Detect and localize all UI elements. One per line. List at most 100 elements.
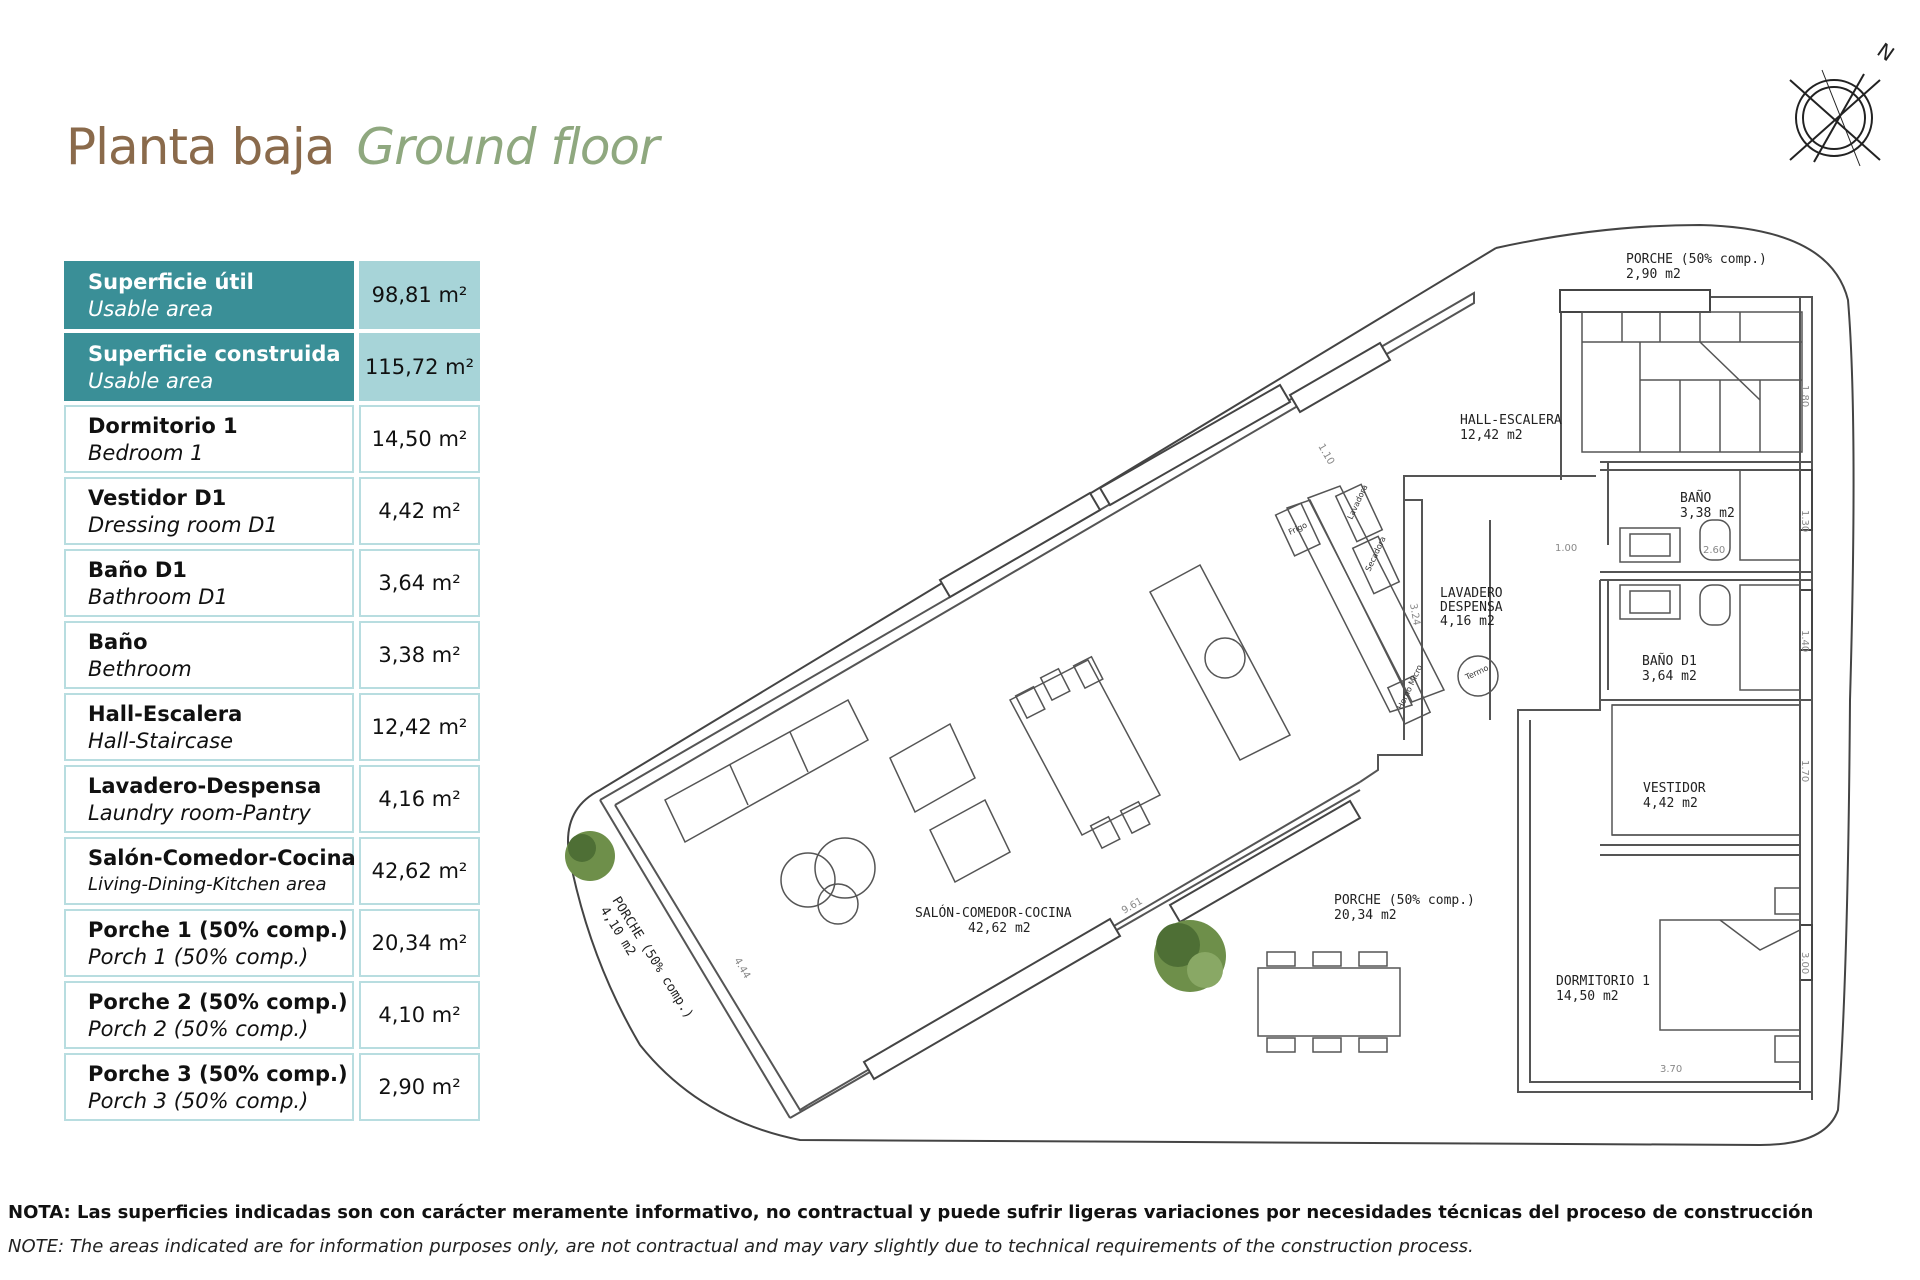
area-value: 115,72 m² — [359, 333, 480, 401]
area-label-cell: Vestidor D1 Dressing room D1 — [64, 477, 354, 545]
area-label-cell: Porche 2 (50% comp.) Porch 2 (50% comp.) — [64, 981, 354, 1049]
area-label-cell: Dormitorio 1 Bedroom 1 — [64, 405, 354, 473]
note-es: NOTA: Las superficies indicadas son con … — [8, 1202, 1814, 1223]
tree-icon — [565, 831, 615, 881]
kitchen-units — [1148, 483, 1499, 761]
area-label-en: Dressing room D1 — [88, 513, 278, 537]
compass-icon — [1789, 69, 1881, 167]
area-value: 2,90 m² — [359, 1053, 480, 1121]
label-porche-right-area: 20,34 m2 — [1334, 908, 1397, 923]
label-hall-area: 12,42 m2 — [1460, 428, 1523, 443]
label-vestidor: VESTIDOR — [1643, 781, 1706, 796]
label-porche-top: PORCHE (50% comp.) — [1626, 252, 1767, 267]
label-vestidor-area: 4,42 m2 — [1643, 796, 1698, 811]
title-es: Planta baja — [66, 118, 335, 176]
area-value: 3,38 m² — [359, 621, 480, 689]
area-label-cell: Porche 1 (50% comp.) Porch 1 (50% comp.) — [64, 909, 354, 977]
area-row: Baño D1 Bathroom D1 3,64 m² — [64, 549, 483, 617]
area-label-en: Bethroom — [88, 657, 192, 681]
area-label-en: Porch 3 (50% comp.) — [88, 1089, 309, 1113]
area-value: 4,10 m² — [359, 981, 480, 1049]
area-label-es: Superficie útil — [88, 270, 254, 294]
area-label-es: Porche 1 (50% comp.) — [88, 918, 348, 942]
dim-130: 1.30 — [1799, 510, 1810, 532]
label-lavadero-area: 4,16 m2 — [1440, 614, 1495, 629]
area-label-es: Lavadero-Despensa — [88, 774, 322, 798]
dim-370: 3.70 — [1660, 1064, 1682, 1075]
bed — [1659, 887, 1801, 1063]
area-label-es: Baño D1 — [88, 558, 187, 582]
area-value: 42,62 m² — [359, 837, 480, 905]
dim-444: 4.44 — [731, 956, 752, 981]
label-porche-left: PORCHE (50% comp.) — [609, 894, 696, 1021]
dim-140: 1.40 — [1799, 630, 1810, 652]
label-porche-right: PORCHE (50% comp.) — [1334, 893, 1475, 908]
area-label-es: Dormitorio 1 — [88, 414, 238, 438]
area-label-en: Usable area — [88, 369, 214, 393]
label-bano: BAÑO — [1680, 490, 1711, 506]
label-termo: Termo — [1463, 663, 1490, 682]
area-value: 12,42 m² — [359, 693, 480, 761]
label-lavadora: Lavadora — [1346, 483, 1370, 521]
living-furniture — [664, 698, 1011, 925]
area-label-en: Hall-Staircase — [88, 729, 234, 753]
label-frigo: Frigo — [1287, 520, 1309, 536]
area-label-es: Baño — [88, 630, 148, 654]
label-salon: SALÓN-COMEDOR-COCINA — [915, 905, 1072, 921]
label-lavadero: LAVADERO — [1440, 586, 1503, 601]
note-en: NOTE: The areas indicated are for inform… — [8, 1236, 1474, 1257]
label-dormitorio: DORMITORIO 1 — [1556, 974, 1650, 989]
area-label-en: Usable area — [88, 297, 214, 321]
area-label-es: Salón-Comedor-Cocina — [88, 846, 356, 870]
label-porche-top-area: 2,90 m2 — [1626, 267, 1681, 282]
dim-110: 1.10 — [1315, 442, 1336, 467]
windows — [862, 289, 1813, 1081]
area-label-en: Porch 1 (50% comp.) — [88, 945, 309, 969]
staircase — [1581, 311, 1803, 453]
dim-180: 1.80 — [1799, 385, 1810, 407]
area-value: 3,64 m² — [359, 549, 480, 617]
area-label-en: Laundry room-Pantry — [88, 801, 311, 825]
area-label-cell: Porche 3 (50% comp.)Porch 3 (50% comp.) — [64, 1053, 354, 1121]
area-label-es: Vestidor D1 — [88, 486, 227, 510]
label-bano-area: 3,38 m2 — [1680, 506, 1735, 521]
dim-260: 2.60 — [1703, 545, 1725, 556]
label-bano-d1: BAÑO D1 — [1642, 653, 1697, 669]
area-value: 98,81 m² — [359, 261, 480, 329]
area-label-es: Superficie construida — [88, 342, 341, 366]
wardrobe — [1611, 704, 1801, 836]
area-row: Porche 2 (50% comp.) Porch 2 (50% comp.) 4… — [64, 981, 483, 1049]
area-label-en: Living-Dining-Kitchen area — [88, 874, 327, 895]
area-row: Porche 3 (50% comp.)Porch 3 (50% comp.)2… — [64, 1053, 483, 1121]
area-label-en: Porch 2 (50% comp.) — [88, 1017, 309, 1041]
area-label-en: Bedroom 1 — [88, 441, 204, 465]
area-label-es: Porche 2 (50% comp.) — [88, 990, 348, 1014]
dimension-labels: 1.10 1.00 2.60 3.24 1.80 1.30 1.40 1.70 … — [731, 385, 1810, 1075]
area-value: 4,16 m² — [359, 765, 480, 833]
area-label-es: Hall-Escalera — [88, 702, 243, 726]
area-value: 14,50 m² — [359, 405, 480, 473]
dim-961: 9.61 — [1120, 896, 1145, 917]
label-hall: HALL-ESCALERA — [1460, 413, 1562, 428]
label-despensa: DESPENSA — [1440, 600, 1503, 615]
area-row: Vestidor D1 Dressing room D1 4,42 m² — [64, 477, 483, 545]
label-dormitorio-area: 14,50 m2 — [1556, 989, 1619, 1004]
dim-100: 1.00 — [1555, 543, 1577, 554]
area-label-en: Bathroom D1 — [88, 585, 228, 609]
area-value: 4,42 m² — [359, 477, 480, 545]
area-value: 20,34 m² — [359, 909, 480, 977]
tree-icon — [1154, 920, 1226, 992]
